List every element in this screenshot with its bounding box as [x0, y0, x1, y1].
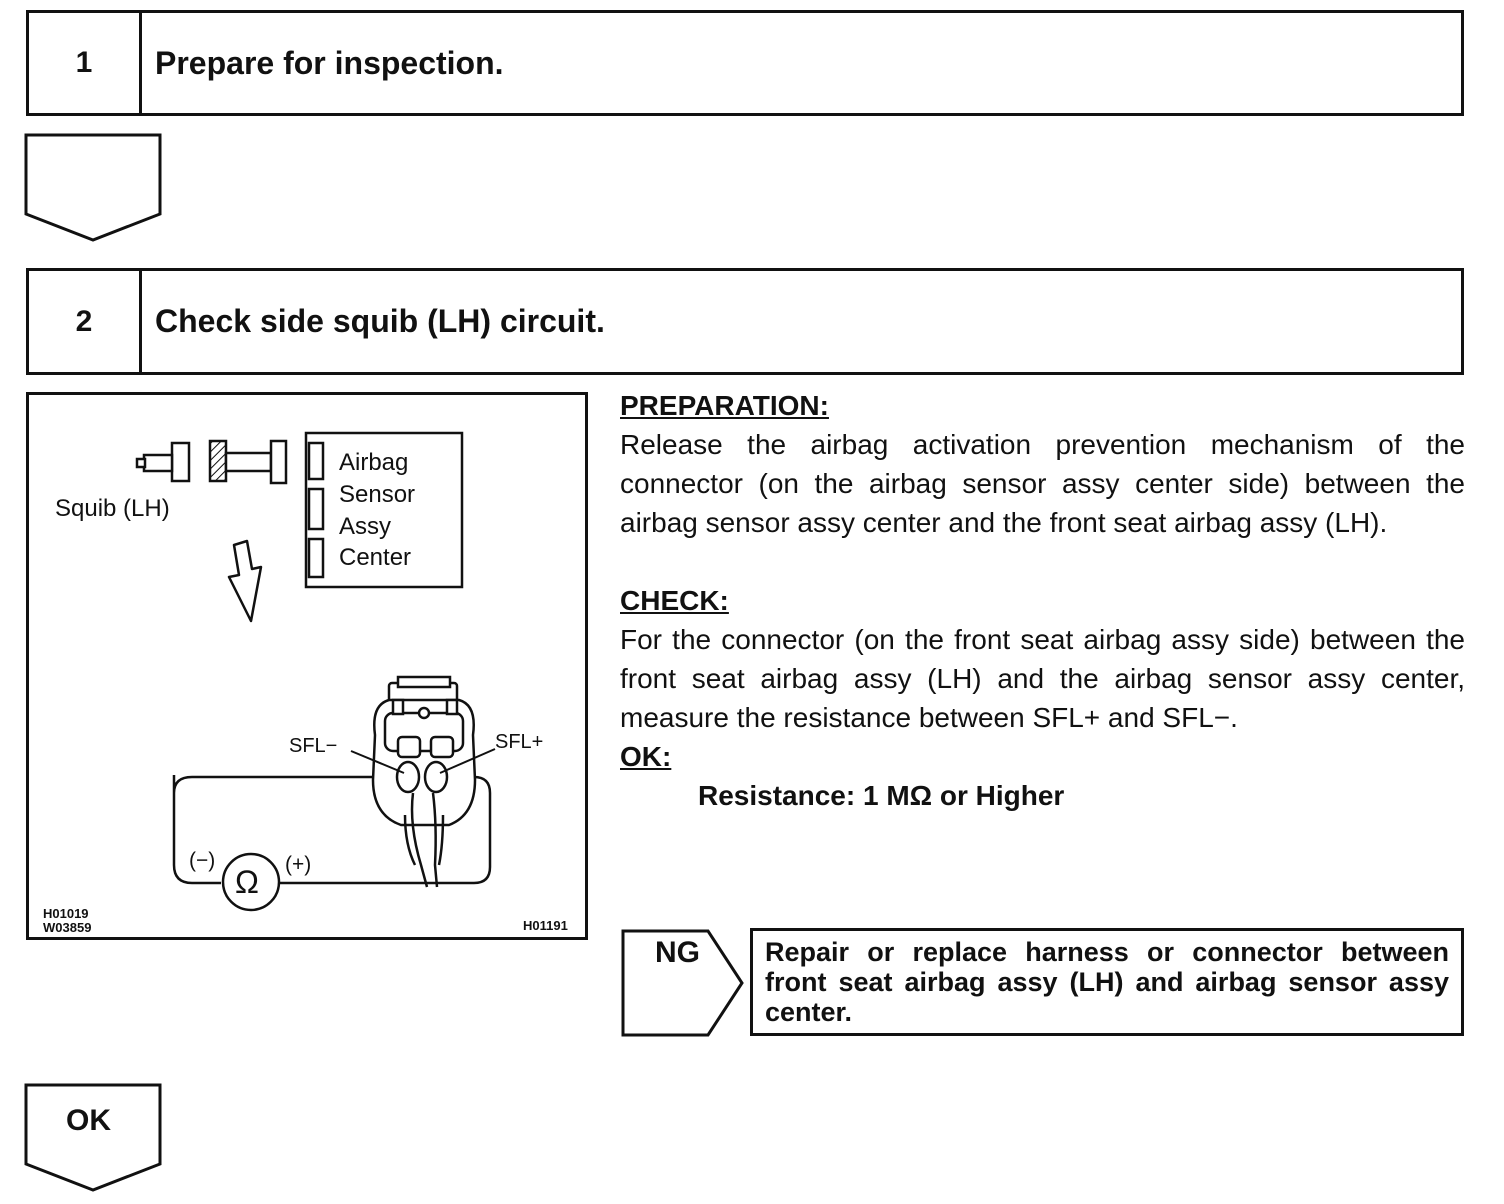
pin-plus-leader [439, 748, 496, 774]
squib-label: Squib (LH) [55, 495, 170, 522]
figure-code-left-1: H01019 [43, 906, 89, 921]
step-2-number: 2 [29, 271, 142, 372]
harness-wire [403, 792, 445, 888]
preparation-text: Release the airbag activation prevention… [620, 429, 1465, 538]
resistance-spec: Resistance: 1 MΩ or Higher [698, 780, 1065, 811]
ohm-symbol: Ω [235, 864, 259, 900]
sensor-label-line-3: Assy [339, 513, 392, 540]
sensor-label-line-4: Center [339, 544, 412, 571]
airbag-sensor-box [304, 431, 464, 589]
ok-down-arrow [24, 1083, 162, 1192]
step-1-number: 1 [29, 13, 142, 113]
connector-diagram [135, 431, 496, 912]
meter-loop-wire [172, 775, 492, 885]
ok-label: OK [66, 1104, 111, 1137]
squib-circuit-figure: Squib (LH) Airbag Sensor Assy Center SFL… [26, 392, 588, 940]
pin-minus-leader [350, 750, 405, 774]
sensor-label-line-1: Airbag [339, 449, 409, 476]
check-text: For the connector (on the front seat air… [620, 624, 1465, 733]
squib-plug-icon [135, 441, 191, 483]
flow-down-arrow-1 [24, 133, 162, 242]
ng-label: NG [655, 936, 700, 969]
meter-minus-label: (−) [189, 849, 216, 872]
pin-minus-label: SFL− [289, 735, 338, 757]
step-1-header: 1 Prepare for inspection. [26, 10, 1464, 116]
ng-right-arrow [621, 929, 744, 1037]
meter-plus-label: (+) [285, 853, 312, 876]
preparation-heading: PREPARATION: [620, 390, 829, 421]
check-heading: CHECK: [620, 585, 729, 616]
sensor-label-line-2: Sensor [339, 481, 416, 508]
ohmmeter-icon [221, 852, 281, 912]
hatched-connector-icon [208, 439, 228, 483]
step-2-title: Check side squib (LH) circuit. [155, 303, 605, 339]
sensor-side-connector-icon [224, 439, 288, 485]
figure-code-right: H01191 [523, 918, 568, 933]
ok-heading: OK: [620, 741, 672, 772]
ng-action-box: Repair or replace harness or connector b… [750, 928, 1464, 1036]
front-seat-airbag-connector-icon [371, 675, 477, 827]
step-2-header: 2 Check side squib (LH) circuit. [26, 268, 1464, 375]
pin-plus-label: SFL+ [495, 731, 544, 753]
instruction-text: PREPARATION: Release the airbag activati… [620, 386, 1465, 815]
hollow-down-arrow-icon [227, 539, 263, 623]
step-1-title: Prepare for inspection. [155, 44, 504, 81]
figure-code-left-2: W03859 [43, 920, 92, 935]
